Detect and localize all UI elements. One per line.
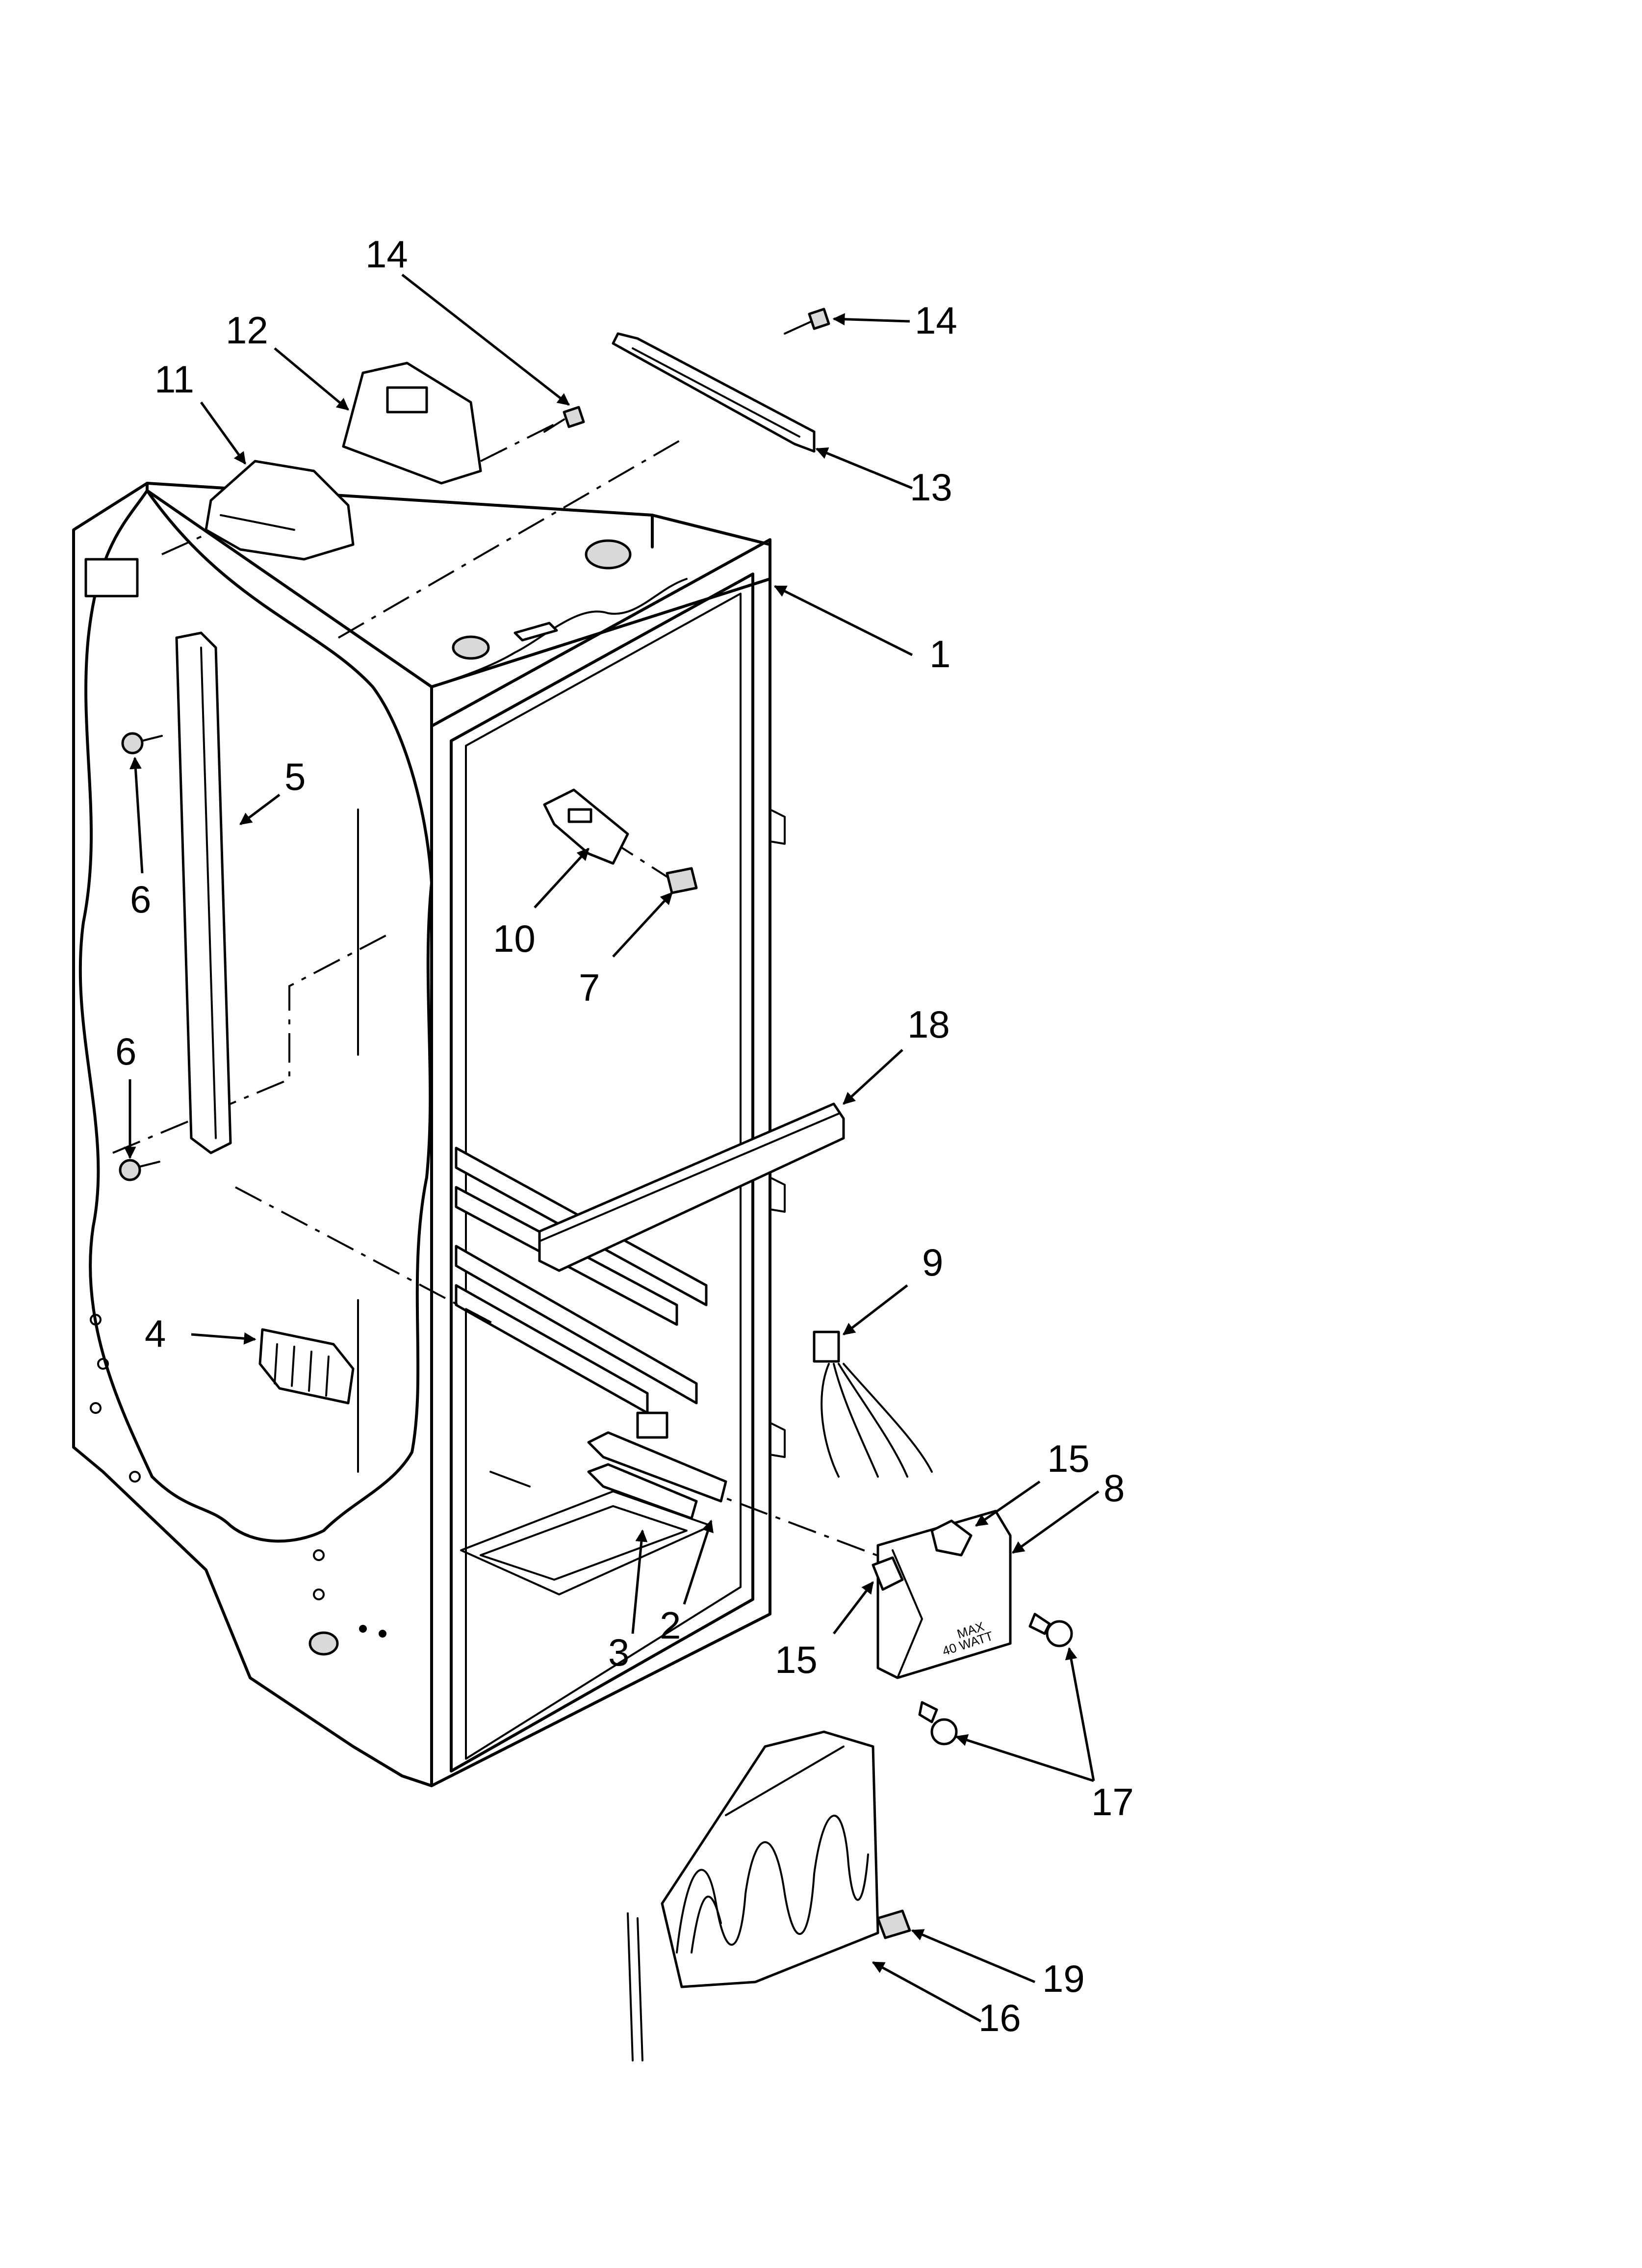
part-6-screw-top (121, 732, 163, 755)
part-16-evaporator-coil (627, 1730, 879, 2061)
part-13-trim-rail (612, 332, 816, 453)
callout-19: 19 (1042, 1957, 1085, 2000)
part-17-push-pin-right (1028, 1613, 1073, 1647)
callout-17: 17 (1091, 1780, 1134, 1824)
part-18-crossbar (538, 1102, 845, 1272)
callout-6-top: 6 (130, 878, 151, 921)
callout-3: 3 (608, 1631, 629, 1674)
callout-1: 1 (929, 632, 950, 676)
part-10-bracket (543, 788, 629, 865)
part-6-screw-bottom (119, 1159, 160, 1181)
part-8-light-housing: MAX 40 WATT (876, 1510, 1012, 1679)
callout-6-bottom: 6 (115, 1030, 136, 1073)
callout-8: 8 (1103, 1466, 1125, 1510)
callout-14-right: 14 (915, 299, 957, 342)
part-15-clip-left (872, 1556, 904, 1591)
callout-10: 10 (493, 917, 536, 960)
callout-9: 9 (922, 1241, 943, 1284)
callout-12: 12 (226, 309, 268, 352)
part-19-screw (876, 1909, 911, 1939)
part-12-bracket (342, 362, 482, 485)
callout-5: 5 (284, 755, 306, 798)
part-4-vent-grille (258, 1328, 355, 1405)
part-9-wire-harness (813, 1330, 933, 1478)
callout-13: 13 (910, 466, 952, 509)
callout-16: 16 (978, 1996, 1021, 2039)
callout-14-top: 14 (365, 233, 408, 276)
callout-15-right: 15 (1047, 1437, 1090, 1480)
callout-11: 11 (154, 358, 194, 401)
callout-7: 7 (579, 966, 600, 1009)
leader-lines (124, 274, 1100, 2023)
callout-numbers: 1 2 3 4 5 6 6 7 8 9 10 11 12 13 14 14 15… (115, 233, 1134, 2039)
callout-4: 4 (145, 1312, 166, 1355)
part-7-screw (666, 867, 698, 894)
part-14-screw-b (543, 406, 585, 433)
part-2-3-brackets (587, 1411, 727, 1520)
callout-2: 2 (660, 1604, 681, 1647)
part-11-control-housing (205, 460, 355, 561)
callout-18: 18 (907, 1003, 950, 1046)
part-15-clip-right (930, 1519, 973, 1557)
callout-15-left: 15 (775, 1638, 818, 1681)
part-14-screw (784, 308, 830, 335)
assembly-lines (112, 421, 942, 1581)
part-5-shelf-rail (175, 631, 232, 1154)
cabinet-liner (72, 482, 786, 1787)
part-17-push-pin-left (918, 1701, 958, 1746)
